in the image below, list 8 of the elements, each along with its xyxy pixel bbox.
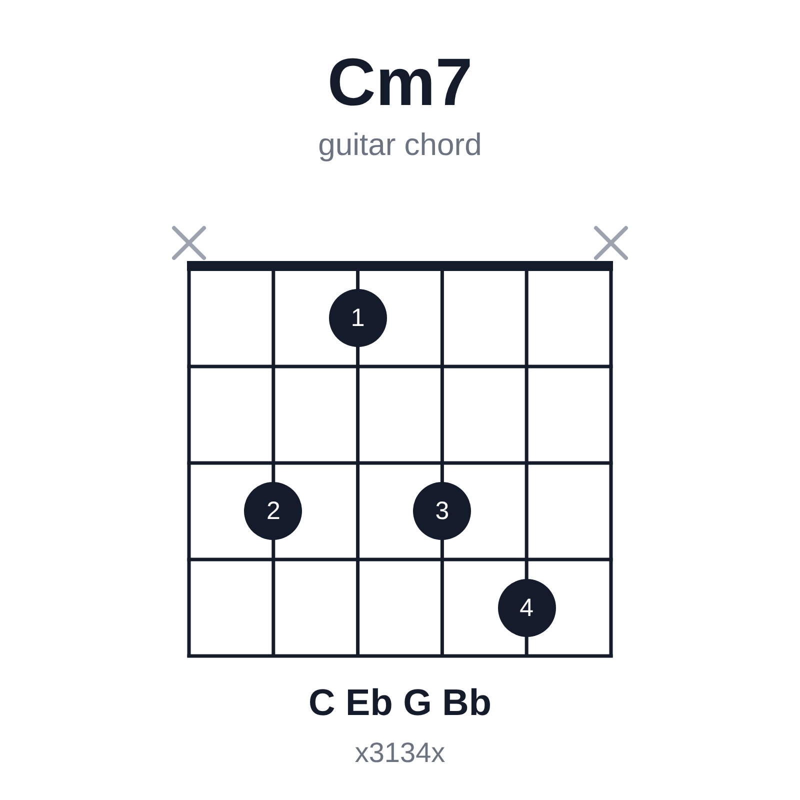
chord-notes: C Eb G Bb bbox=[308, 681, 492, 724]
finger-dot: 3 bbox=[413, 482, 472, 540]
finger-dot: 1 bbox=[328, 289, 387, 348]
chord-subtitle: guitar chord bbox=[318, 126, 482, 163]
finger-dot: 2 bbox=[244, 482, 302, 540]
fingering-code: x3134x bbox=[354, 736, 446, 770]
chord-title: Cm7 bbox=[327, 45, 473, 120]
finger-dot: 4 bbox=[498, 578, 556, 637]
